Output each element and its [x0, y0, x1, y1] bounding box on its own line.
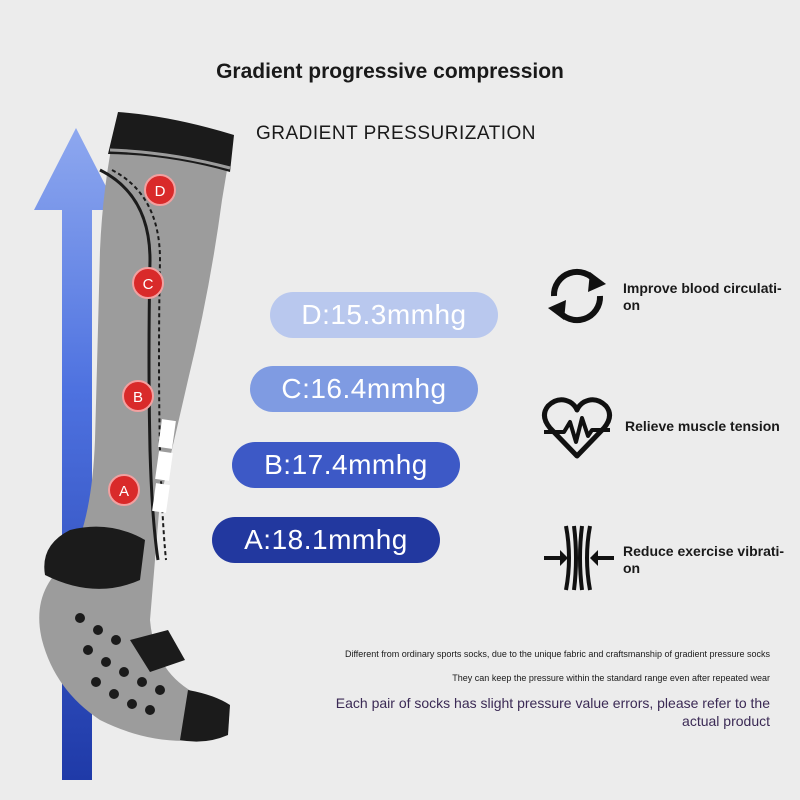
- pressure-pill-a: A:18.1mmhg: [212, 517, 440, 563]
- note-pressure-error: Each pair of socks has slight pressure v…: [335, 695, 770, 729]
- pressure-pill-d: D:15.3mmhg: [270, 292, 498, 338]
- marker-a: A: [108, 474, 140, 506]
- compression-lines-icon: [544, 525, 614, 591]
- heartbeat-icon: [542, 397, 612, 459]
- benefit-label-muscle: Relieve muscle tension: [625, 418, 780, 434]
- upward-arrow-icon: [34, 128, 118, 780]
- pressure-pill-c: C:16.4mmhg: [250, 366, 478, 412]
- marker-d: D: [144, 174, 176, 206]
- marker-a-label: A: [119, 483, 129, 500]
- page-title: Gradient progressive compression: [216, 60, 564, 83]
- benefit-label-circulation: Improve blood circulati-on: [623, 280, 782, 313]
- marker-c: C: [132, 267, 164, 299]
- note-pressure-range: They can keep the pressure within the st…: [452, 673, 770, 683]
- page-subtitle: GRADIENT PRESSURIZATION: [256, 123, 536, 144]
- marker-c-label: C: [143, 276, 154, 293]
- marker-b-label: B: [133, 389, 143, 406]
- pressure-pill-b: B:17.4mmhg: [232, 442, 460, 488]
- note-fabric: Different from ordinary sports socks, du…: [344, 649, 770, 659]
- rotation-arrows-icon: [548, 268, 606, 324]
- marker-d-label: D: [155, 183, 166, 200]
- marker-b: B: [122, 380, 154, 412]
- benefit-label-vibration: Reduce exercise vibrati-on: [623, 543, 785, 576]
- compression-sock: [39, 112, 234, 742]
